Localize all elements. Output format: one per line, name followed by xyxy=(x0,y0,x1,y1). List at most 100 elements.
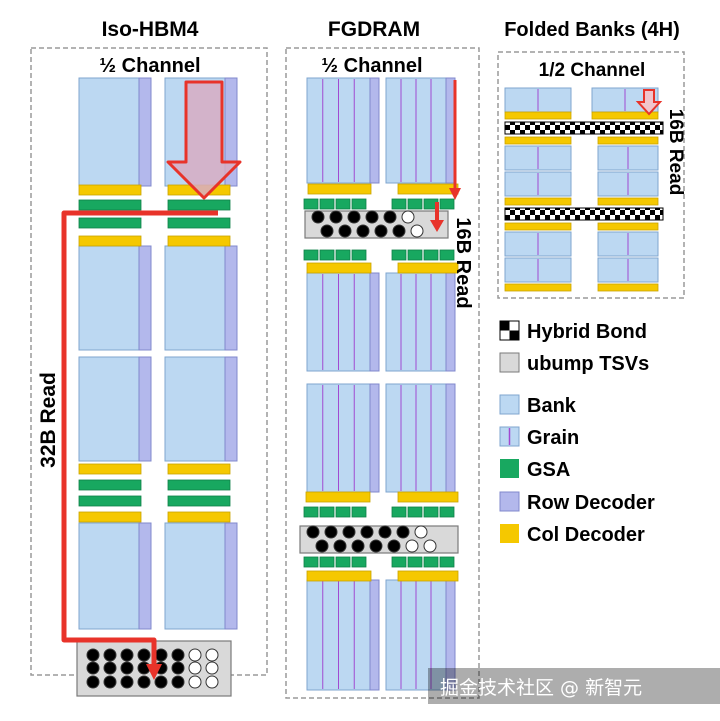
col-decoder xyxy=(307,183,372,195)
tsv-bump xyxy=(205,675,219,689)
tsv-bump xyxy=(338,224,352,238)
gsa xyxy=(78,199,142,211)
folded-read-arrow xyxy=(635,89,663,116)
col-decoder xyxy=(167,235,231,247)
bank xyxy=(78,77,140,187)
col-decoder xyxy=(597,283,659,292)
gsa xyxy=(391,198,407,210)
tsv-bump xyxy=(410,224,424,238)
bank xyxy=(78,245,140,351)
tsv-bump xyxy=(171,661,185,675)
tsv-bump xyxy=(103,648,117,662)
gsa xyxy=(319,506,335,518)
col-decoder xyxy=(397,570,459,582)
col-decoder xyxy=(306,262,372,274)
col-decoder xyxy=(504,111,572,120)
gsa xyxy=(439,506,455,518)
fgdram-panel xyxy=(299,77,459,691)
gsa xyxy=(167,495,231,507)
col-decoder xyxy=(597,197,659,206)
tsv-bump xyxy=(401,210,415,224)
tsv-bump xyxy=(374,224,388,238)
gsa xyxy=(303,198,319,210)
gsa xyxy=(351,556,367,568)
bank xyxy=(164,522,226,630)
tsv-bump xyxy=(414,525,428,539)
fgdram-frame xyxy=(285,47,480,699)
tsv-bump xyxy=(86,661,100,675)
col-decoder xyxy=(78,511,142,523)
tsv-bump xyxy=(320,224,334,238)
row-decoder xyxy=(224,522,238,630)
gsa xyxy=(335,556,351,568)
col-decoder xyxy=(167,511,231,523)
gsa xyxy=(319,556,335,568)
tsv-bump xyxy=(356,224,370,238)
row-decoder xyxy=(369,77,380,184)
row-decoder xyxy=(445,383,456,493)
tsv-bump xyxy=(369,539,383,553)
gsa xyxy=(423,506,439,518)
iso-big-arrow xyxy=(166,80,242,200)
col-decoder xyxy=(597,136,659,145)
fgdram-subtitle: ½ Channel xyxy=(321,55,422,77)
col-decoder xyxy=(78,235,142,247)
tsv-bump xyxy=(188,661,202,675)
tsv-bump xyxy=(387,539,401,553)
col-decoder-swatch-icon xyxy=(500,524,519,543)
tsv-bump xyxy=(333,539,347,553)
gsa xyxy=(78,217,142,229)
gsa xyxy=(78,479,142,491)
legend-item: ubump TSVs xyxy=(499,352,649,375)
legend-item: GSA xyxy=(500,459,570,481)
row-decoder-swatch-icon xyxy=(499,491,520,512)
gsa xyxy=(407,506,423,518)
hybrid-bond-strip xyxy=(504,121,664,135)
gsa xyxy=(319,198,335,210)
bank xyxy=(78,356,140,462)
tsv-bump xyxy=(315,539,329,553)
gray-box-icon xyxy=(499,352,520,373)
tsv-bump xyxy=(120,661,134,675)
row-decoder xyxy=(138,522,152,630)
legend-label: Row Decoder xyxy=(527,492,655,514)
gsa xyxy=(351,249,367,261)
gsa xyxy=(391,556,407,568)
legend-label: Bank xyxy=(527,395,577,417)
gsa xyxy=(423,249,439,261)
bank xyxy=(164,356,226,462)
tsv-bump xyxy=(103,661,117,675)
legend-label: GSA xyxy=(527,459,570,481)
tsv-bump xyxy=(188,675,202,689)
tsv-bump xyxy=(360,525,374,539)
iso-read-arrow xyxy=(61,210,218,668)
tsv-bump xyxy=(392,224,406,238)
gsa xyxy=(167,479,231,491)
watermark-text: 掘金技术社区 @ 新智元 xyxy=(440,677,642,699)
gsa xyxy=(303,249,319,261)
gsa xyxy=(351,506,367,518)
legend-label: Col Decoder xyxy=(527,524,645,546)
tsv-bump xyxy=(365,210,379,224)
iso-hbm4-subtitle: ½ Channel xyxy=(99,55,200,77)
col-decoder xyxy=(504,136,572,145)
row-decoder xyxy=(224,356,238,462)
tsv-bump xyxy=(423,539,437,553)
iso-read-path: 32B Read xyxy=(37,80,242,680)
col-decoder xyxy=(78,184,142,196)
tsv-bump xyxy=(351,539,365,553)
gsa xyxy=(391,506,407,518)
tsv-bump xyxy=(188,648,202,662)
folded-banks-frame xyxy=(497,51,685,299)
gsa xyxy=(407,249,423,261)
tsv-bump xyxy=(396,525,410,539)
row-decoder xyxy=(138,356,152,462)
gsa xyxy=(303,506,319,518)
folded-read-label: 16B Read xyxy=(665,109,686,196)
tsv-bump xyxy=(171,648,185,662)
iso-hbm4-title: Iso-HBM4 xyxy=(102,18,199,41)
gsa xyxy=(423,556,439,568)
